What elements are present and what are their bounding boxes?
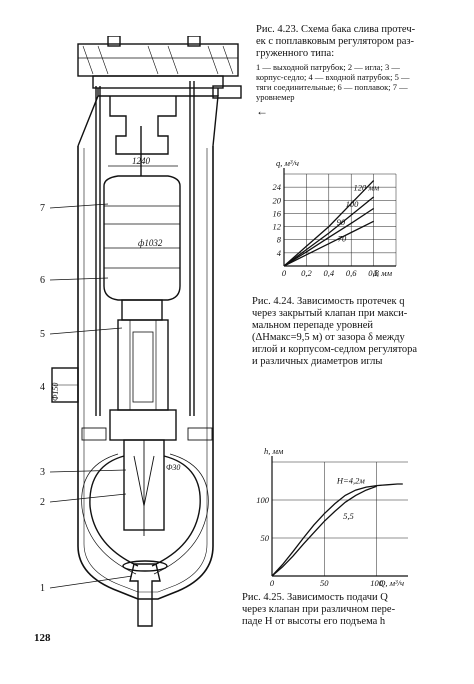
x-tick-label: 0,4	[323, 268, 334, 278]
fig424-chart: 4 8 12 16 20 24 0 0,2 0,4 0,6 0,8 q, м³/ч δ, мм 120 м…	[273, 160, 397, 278]
series-line	[271, 485, 377, 577]
callout-2: 2	[40, 497, 45, 508]
dim-150: Ф150	[51, 383, 60, 401]
dim-1240: 1240	[132, 156, 151, 166]
x-tick-label: 50	[320, 578, 329, 588]
x-axis-label: Q, м³/ч	[379, 578, 404, 588]
fig425-caption: Рис. 4.25. Зависимость подачи Q через кл…	[242, 592, 396, 627]
curve-label: 100	[346, 199, 360, 209]
curve-label: 5,5	[343, 511, 354, 521]
dim-30: Ф30	[166, 463, 180, 472]
y-tick-label: 100	[256, 495, 270, 505]
callout-7: 7	[40, 203, 45, 214]
y-axis-label: q, м³/ч	[276, 160, 299, 168]
y-tick-label: 16	[273, 208, 282, 218]
series-line	[283, 196, 375, 267]
y-tick-label: 50	[261, 533, 270, 543]
x-tick-label: 0	[282, 268, 287, 278]
curve-label: 120 мм	[353, 182, 379, 192]
curve-label: 70	[338, 233, 347, 243]
top-flange	[77, 43, 239, 77]
y-tick-label: 20	[273, 195, 282, 205]
dim-float-diameter: ф1032	[138, 238, 163, 248]
fig423-caption: Рис. 4.23. Схема бака слива протеч- ек с…	[256, 24, 416, 59]
regulator-body	[117, 319, 169, 411]
y-axis-label: h, мм	[264, 448, 284, 456]
x-tick-label: 0	[270, 578, 275, 588]
y-tick-label: 4	[277, 248, 282, 258]
y-tick-label: 8	[277, 235, 282, 245]
callout-4: 4	[40, 382, 45, 393]
y-tick-label: 12	[273, 222, 282, 232]
series-line	[283, 207, 374, 267]
callout-6: 6	[40, 275, 45, 286]
series-line	[283, 180, 375, 267]
fig425-chart: 50 100 0 50 100 h, мм Q, м³/ч H=4,2м 5,5	[256, 448, 408, 588]
x-tick-label: 0,6	[346, 268, 357, 278]
callout-3: 3	[40, 467, 45, 478]
x-tick-label: 100	[370, 578, 384, 588]
callout-5: 5	[40, 329, 45, 340]
fig424-caption: Рис. 4.24. Зависимость протечек q через …	[252, 296, 418, 367]
float	[103, 175, 181, 301]
tank-shell	[77, 146, 214, 600]
series-line	[283, 220, 374, 267]
tank-drawing: 7 6 5 4 3 2 1 1240 ф1032 Ф30 Ф150	[40, 36, 242, 627]
x-axis-label: δ, мм	[373, 268, 393, 278]
page-number: 128	[34, 632, 51, 644]
curve-label: 90	[337, 217, 346, 227]
callout-1: 1	[40, 583, 45, 594]
arrow-left-icon: ←	[256, 104, 268, 118]
fig423-legend: 1 — выходной патрубок; 2 — игла; 3 — кор…	[256, 62, 410, 102]
x-tick-label: 0,8	[368, 268, 379, 278]
y-tick-label: 24	[273, 182, 282, 192]
series-line	[271, 483, 403, 577]
curve-label: H=4,2м	[336, 475, 365, 485]
x-tick-label: 0,2	[301, 268, 312, 278]
